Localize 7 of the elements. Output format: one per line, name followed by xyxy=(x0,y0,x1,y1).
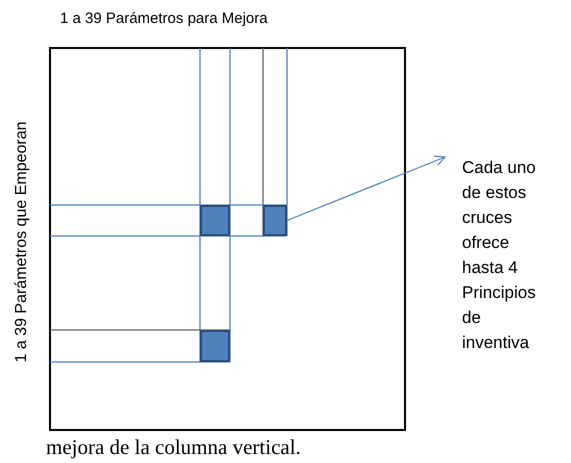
leader-line xyxy=(286,156,446,222)
callout-text: Cada uno de estos cruces ofrece hasta 4 Principios de inventiva xyxy=(462,155,544,355)
axis-title: 1 a 39 Parámetros que Empeoran xyxy=(13,121,31,363)
matrix-cell-mark xyxy=(263,205,287,236)
matrix-cell-mark xyxy=(200,330,230,362)
axis-title: 1 a 39 Parámetros para Mejora xyxy=(60,10,268,27)
matrix-cell-mark xyxy=(200,205,230,236)
